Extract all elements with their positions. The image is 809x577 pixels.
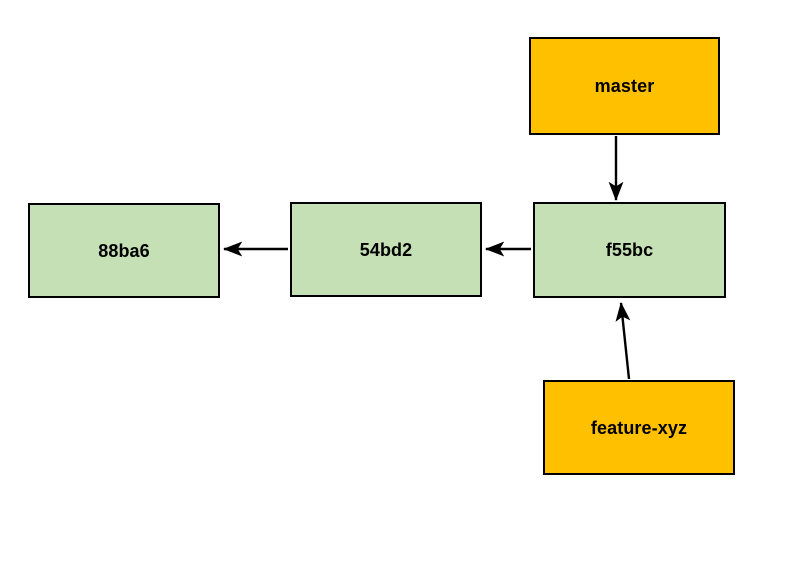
node-88ba6[interactable]: 88ba6 <box>28 203 220 298</box>
node-master-label: master <box>594 76 655 96</box>
edge-feature-xyz-to-f55bc <box>615 302 631 380</box>
node-54bd2[interactable]: 54bd2 <box>290 202 482 297</box>
node-f55bc-label: f55bc <box>605 240 654 260</box>
node-54bd2-label: 54bd2 <box>359 239 413 260</box>
node-88ba6-label: 88ba6 <box>98 240 150 261</box>
node-f55bc[interactable]: f55bc <box>533 202 726 298</box>
node-feature-xyz-label: feature-xyz <box>590 417 688 438</box>
node-master[interactable]: master <box>529 37 720 135</box>
node-feature-xyz[interactable]: feature-xyz <box>543 380 735 475</box>
